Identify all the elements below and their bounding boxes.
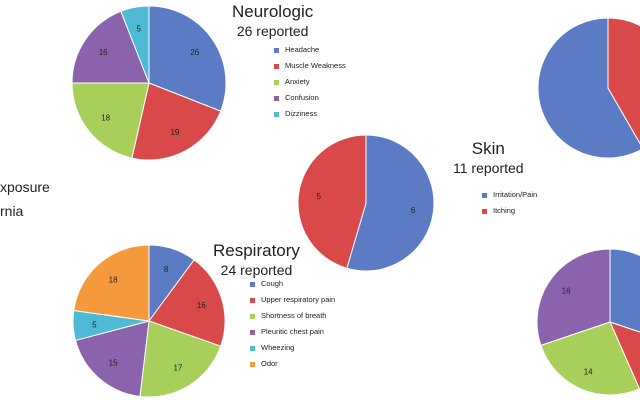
slice-value-label: 18 (109, 276, 118, 285)
slice-value-label: 16 (197, 301, 206, 310)
legend-item: Confusion (274, 90, 346, 106)
legend-item: Cough (250, 276, 335, 292)
neurologic-title-block: Neurologic 26 reported (232, 3, 313, 38)
legend-item: Headache (274, 42, 346, 58)
respiratory-title: Respiratory (213, 241, 300, 260)
slice-value-label: 18 (101, 114, 110, 123)
legend-swatch (274, 95, 279, 101)
skin-title: Skin (471, 139, 505, 158)
legend-label: Cough (261, 279, 284, 289)
legend-item: Wheezing (250, 340, 335, 356)
legend-swatch (274, 63, 279, 69)
slice-value-label: 5 (92, 320, 97, 329)
pie-slice (346, 134, 435, 272)
slice-value-label: 15 (109, 358, 118, 367)
pie-slice (120, 5, 150, 84)
slice-value-label: 16 (99, 48, 108, 57)
pie-slice (139, 320, 222, 398)
legend-swatch (482, 208, 487, 214)
skin-title-block: Skin 11 reported (453, 140, 524, 175)
legend-label: Muscle Weakness (285, 61, 346, 71)
legend-label: Upper respiratory pain (261, 295, 336, 305)
legend-swatch (274, 79, 279, 85)
legend-label: Headache (285, 45, 320, 55)
slice-value-label: 14 (584, 367, 593, 376)
legend-label: Wheezing (261, 343, 295, 353)
slice-value-label: 19 (170, 128, 179, 137)
legend-label: Dizziness (285, 109, 318, 119)
legend-swatch (250, 329, 255, 335)
legend-swatch (250, 361, 255, 367)
legend-label: Anxiety (285, 77, 310, 87)
slice-value-label: 6 (411, 206, 416, 215)
legend-item: Odor (250, 356, 335, 372)
slice-value-label: 8 (164, 265, 169, 274)
legend-swatch (250, 345, 255, 351)
legend-label: Shortness of breath (261, 311, 327, 321)
side-text-line-2: rnia (0, 203, 24, 219)
pie-slice (74, 320, 150, 398)
legend-label: Pleuritic chest pain (261, 327, 324, 337)
pie-slice (131, 82, 222, 161)
legend-item: Dizziness (274, 106, 346, 122)
slice-value-label: 5 (136, 25, 141, 34)
pie-slice (148, 5, 227, 112)
legend-item: Pleuritic chest pain (250, 324, 335, 340)
respiratory-legend: Cough Upper respiratory pain Shortness o… (250, 276, 335, 372)
legend-item: Anxiety (274, 74, 346, 90)
legend-swatch (250, 313, 255, 319)
legend-label: Itching (493, 206, 516, 216)
neurologic-legend: Headache Muscle Weakness Anxiety Confusi… (274, 42, 346, 122)
legend-swatch (250, 297, 255, 303)
legend-swatch (274, 111, 279, 117)
pie-slice (537, 17, 640, 159)
legend-item: Shortness of breath (250, 308, 335, 324)
pie-slice (71, 10, 150, 84)
slice-value-label: 16 (562, 287, 571, 296)
neurologic-subtitle: 26 reported (236, 23, 309, 39)
pie-slice (297, 134, 367, 269)
legend-swatch (482, 192, 487, 198)
pie-slice (71, 82, 150, 159)
respiratory-title-block: Respiratory 24 reported (213, 242, 300, 277)
legend-swatch (250, 281, 255, 287)
pie-slice (540, 321, 640, 396)
legend-item: Muscle Weakness (274, 58, 346, 74)
legend-label: Odor (261, 359, 278, 369)
pie-slice (609, 248, 640, 333)
legend-item: Itching (482, 203, 537, 219)
legend-label: Irritation/Pain (493, 190, 538, 200)
side-text-line-1: xposure (0, 179, 50, 195)
skin-subtitle: 11 reported (453, 160, 524, 176)
respiratory-subtitle: 24 reported (220, 262, 293, 278)
slice-value-label: 26 (190, 48, 199, 57)
pie-slice (536, 248, 611, 347)
slice-value-label: 5 (317, 192, 322, 201)
skin-legend: Irritation/Pain Itching (482, 187, 537, 219)
neurologic-title: Neurologic (232, 2, 314, 21)
slice-value-label: 17 (173, 364, 182, 373)
pie-slice (73, 244, 150, 322)
legend-item: Irritation/Pain (482, 187, 537, 203)
legend-item: Upper respiratory pain (250, 292, 335, 308)
pie-slice (607, 17, 640, 145)
legend-label: Confusion (285, 93, 319, 103)
pie-slice (148, 259, 226, 347)
legend-swatch (274, 47, 279, 53)
